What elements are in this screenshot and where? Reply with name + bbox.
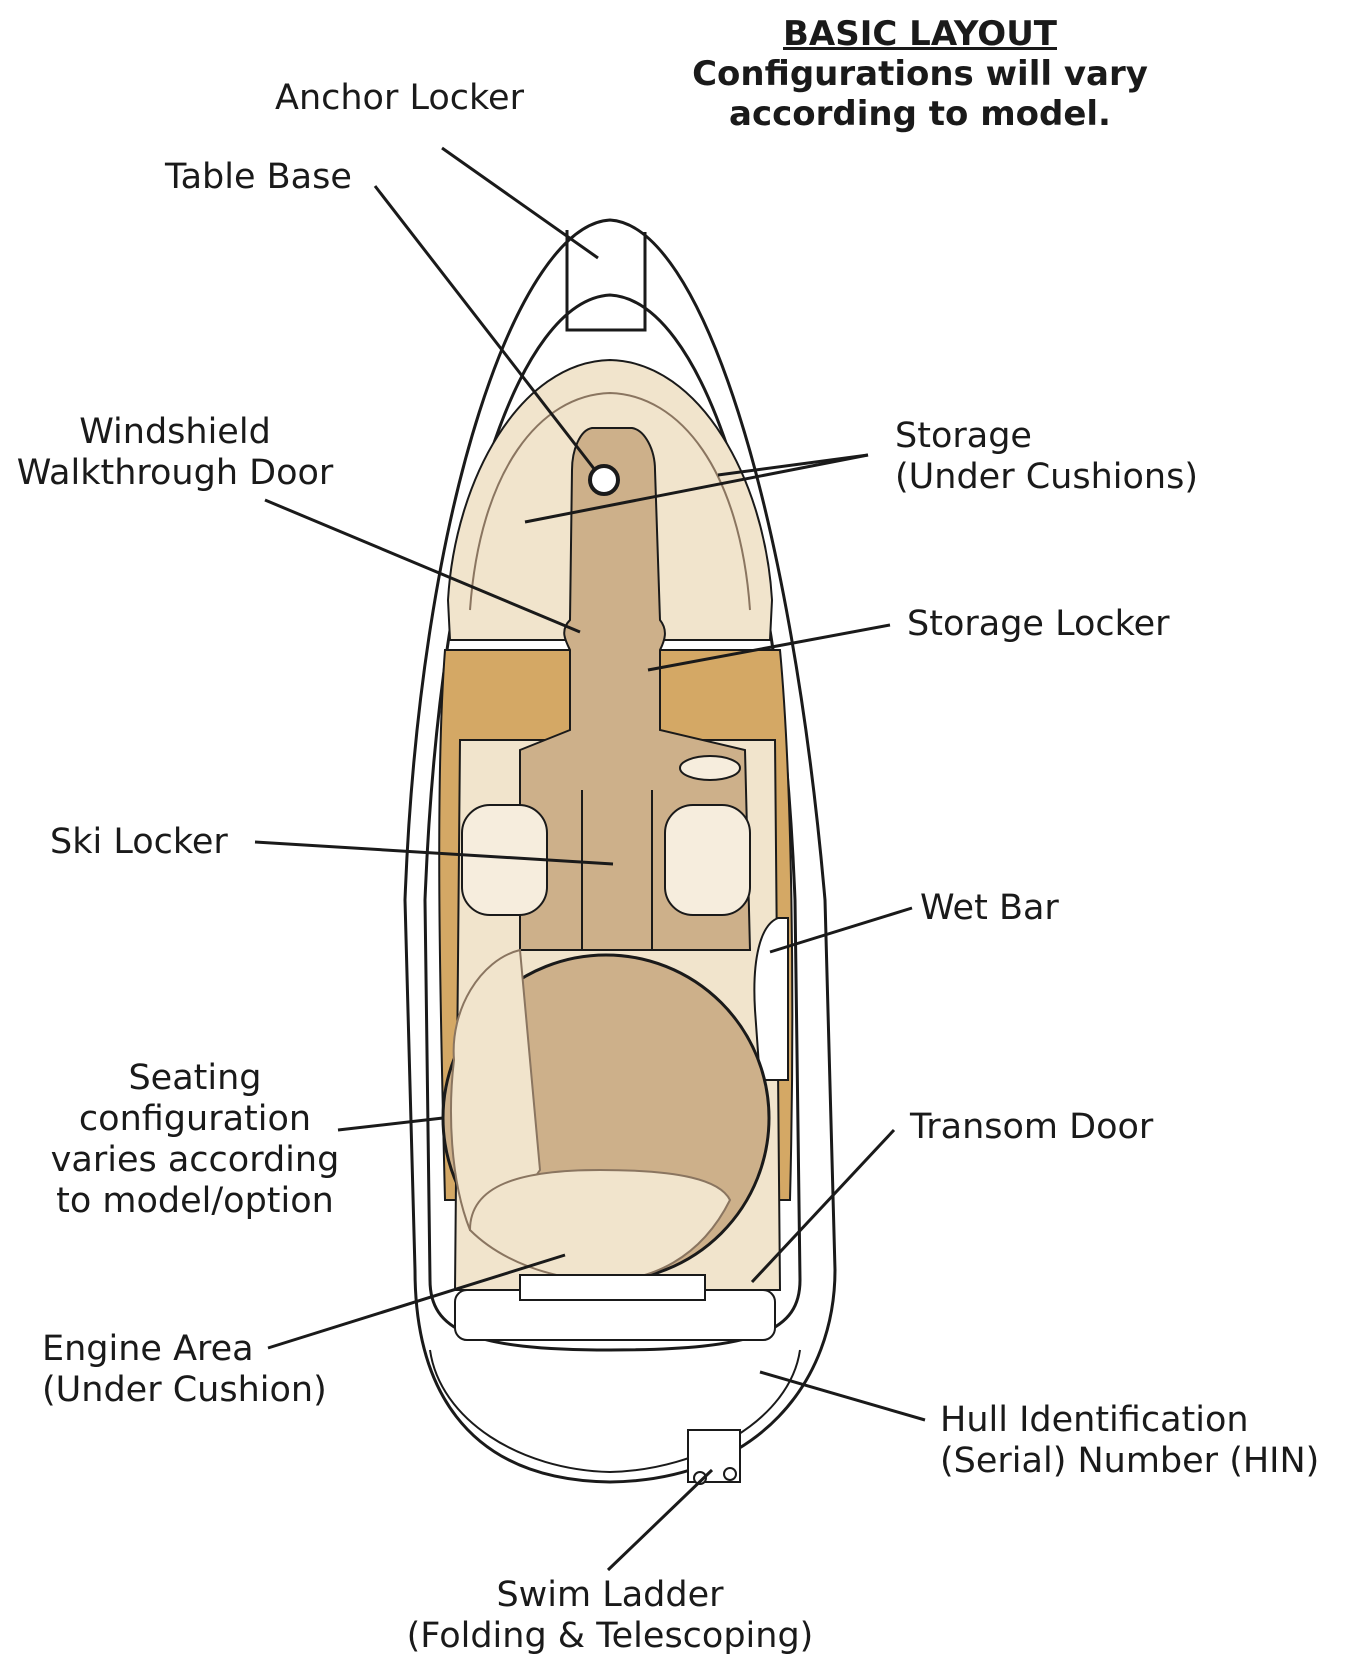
header-title: BASIC LAYOUT	[783, 14, 1057, 54]
leader-seating	[337, 1116, 444, 1132]
label-storage-locker: Storage Locker	[907, 604, 1170, 644]
label-hin-line-1: Hull Identification	[940, 1400, 1249, 1440]
label-storage: Storage (Under Cushions)	[895, 416, 1198, 498]
leader-engine-area	[267, 1253, 566, 1350]
swim-platform	[429, 1349, 801, 1474]
label-seating-line-2: configuration	[78, 1099, 312, 1139]
header-subtitle-2: according to model.	[729, 94, 1111, 134]
label-seating-line-1: Seating	[128, 1058, 262, 1098]
label-windshield-line-2: Walkthrough Door	[16, 453, 334, 493]
leader-swim-ladder	[606, 1468, 714, 1572]
label-hin-line-2: (Serial) Number (HIN)	[940, 1441, 1320, 1481]
bow-cushion-lines	[469, 391, 751, 611]
leader-storage-b	[524, 453, 869, 524]
label-seating-line-3: varies according	[50, 1140, 340, 1180]
label-wet-bar: Wet Bar	[920, 888, 1059, 928]
leader-storage-a	[717, 453, 869, 477]
anchor-locker-hatch	[565, 230, 647, 332]
label-swim-ladder: Swim Ladder (Folding & Telescoping)	[380, 1575, 840, 1657]
label-transom-door: Transom Door	[910, 1107, 1154, 1147]
label-swim-line-1: Swim Ladder	[496, 1575, 724, 1615]
label-hin: Hull Identification (Serial) Number (HIN…	[940, 1400, 1319, 1482]
header-subtitle-1: Configurations will vary	[692, 54, 1148, 94]
ladder-hinge-right	[723, 1467, 737, 1481]
steering-wheel-icon	[679, 755, 741, 781]
label-seating: Seating configuration varies according t…	[40, 1058, 350, 1222]
label-windshield: Windshield Walkthrough Door	[10, 412, 340, 494]
leader-hin	[759, 1370, 926, 1422]
label-storage-line-1: Storage	[895, 416, 1032, 456]
label-swim-line-2: (Folding & Telescoping)	[406, 1616, 814, 1656]
label-table-base: Table Base	[165, 157, 352, 197]
transom-step	[519, 1274, 706, 1301]
ladder-hinge-left	[693, 1471, 707, 1485]
label-storage-line-2: (Under Cushions)	[895, 457, 1198, 497]
leader-storage-locker	[647, 623, 891, 672]
leader-anchor-locker	[441, 146, 599, 260]
label-engine-line-2: (Under Cushion)	[42, 1370, 327, 1410]
label-engine-area: Engine Area (Under Cushion)	[42, 1329, 327, 1411]
label-anchor-locker: Anchor Locker	[275, 78, 524, 118]
table-base-icon	[588, 464, 620, 496]
leader-wet-bar	[769, 906, 913, 954]
leader-lines	[254, 146, 926, 1572]
leader-transom-door	[750, 1128, 896, 1284]
leader-table-base	[373, 185, 597, 471]
seat-right	[664, 804, 751, 916]
label-windshield-line-1: Windshield	[79, 412, 271, 452]
leader-windshield	[264, 498, 581, 634]
header: BASIC LAYOUT Configurations will vary ac…	[680, 14, 1160, 134]
wet-bar	[753, 917, 789, 1081]
leader-ski-locker	[254, 840, 614, 866]
label-engine-line-1: Engine Area	[42, 1329, 254, 1369]
label-seating-line-4: to model/option	[56, 1181, 334, 1221]
label-ski-locker: Ski Locker	[50, 822, 228, 862]
